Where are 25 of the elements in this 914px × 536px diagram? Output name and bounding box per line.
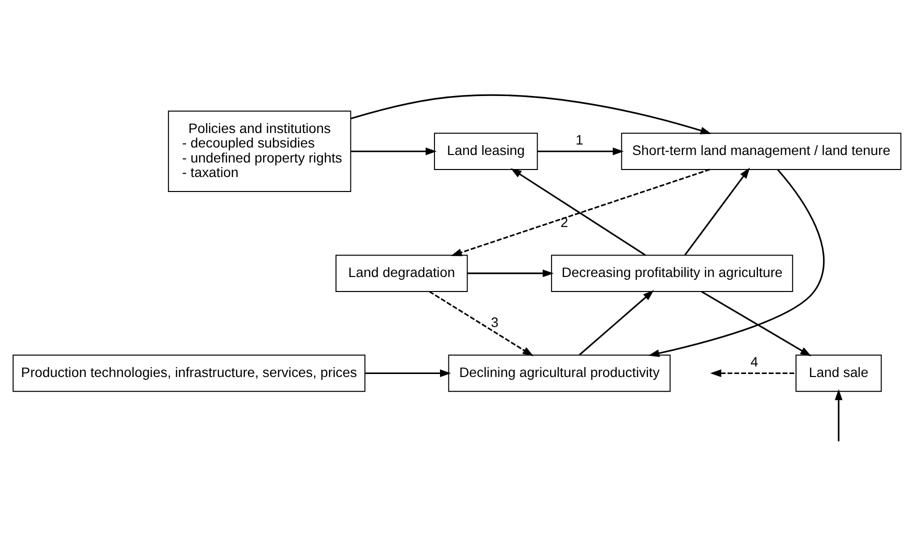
arrow — [578, 290, 654, 355]
arrow — [648, 168, 825, 356]
arrow — [510, 168, 646, 256]
node-box: Land leasing — [434, 132, 538, 170]
arrow — [834, 388, 842, 441]
arrow — [684, 167, 750, 256]
arrow — [365, 368, 451, 377]
node-box: Production technologies, infrastructure, services, prices — [12, 354, 366, 392]
node-box: Land degradation — [336, 254, 468, 292]
arrow — [467, 268, 554, 277]
arrow — [701, 290, 812, 356]
arrow — [537, 147, 624, 155]
edge-label: 4 — [750, 354, 758, 370]
node-box: Decreasing profitability in agriculture — [551, 254, 794, 292]
arrow — [450, 168, 710, 256]
node-box: Short-term land management / land tenure — [621, 132, 902, 170]
arrow — [350, 94, 712, 134]
edge-label: 3 — [490, 314, 499, 330]
node-box: Policies and institutions - decoupled subsidies - undefined property rights - taxation — [168, 110, 352, 192]
arrow — [351, 147, 437, 155]
node-box: Declining agricultural productivity — [448, 354, 671, 392]
arrow — [710, 368, 796, 377]
node-box: Land sale — [796, 354, 882, 392]
arrow — [429, 290, 534, 356]
edge-label: 1 — [576, 132, 584, 148]
